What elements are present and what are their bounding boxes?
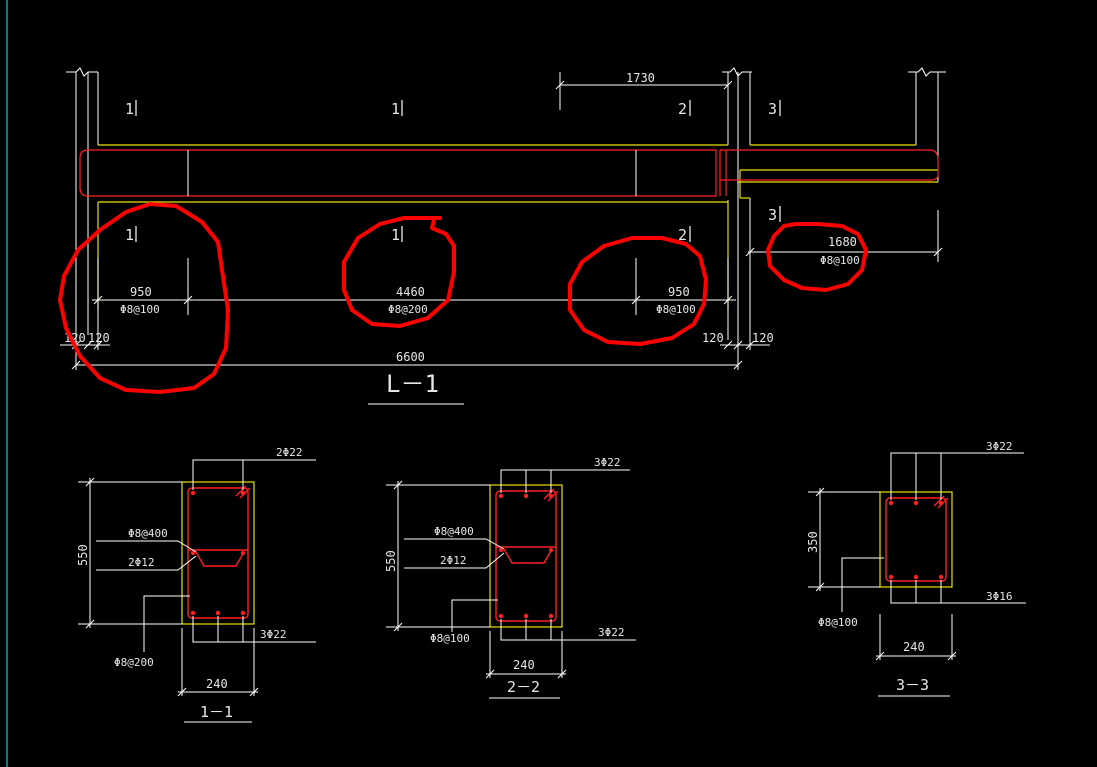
dim-support-right-b: 120 (752, 331, 774, 345)
section-2-2-stirrup (495, 488, 559, 622)
section-1-1-stirrup (187, 485, 251, 619)
s33-bottom-bars: 3Φ16 (986, 590, 1013, 603)
s33-title: 3－3 (896, 676, 929, 694)
section-mark-1-bottom-left: 1 (125, 226, 134, 244)
s11-title: 1－1 (200, 703, 233, 721)
dim-right-length: 950 (668, 285, 690, 299)
s22-stirrup: Φ8@100 (430, 632, 470, 645)
section-3-3-leaders (808, 452, 1026, 661)
dim-support-left-b: 120 (88, 331, 110, 345)
s22-title: 2－2 (507, 678, 540, 696)
section-mark-3-bottom: 3 (768, 206, 777, 224)
s11-side-bars: 2Φ12 (128, 556, 155, 569)
markup-circle-mid (342, 216, 456, 328)
markup-annotations (58, 202, 868, 394)
section-1-1-leaders (78, 459, 316, 697)
right-column-lines (908, 67, 946, 262)
dim-total-length: 6600 (396, 350, 425, 364)
dim-support-right-a: 120 (702, 331, 724, 345)
s22-width: 240 (513, 658, 535, 672)
section-mark-2-top: 2 (678, 100, 687, 118)
s22-top-bars: 3Φ22 (594, 456, 621, 469)
beam-outline (97, 144, 938, 310)
markup-circle-ext (766, 222, 868, 292)
dim-right-stirrup: Φ8@100 (656, 303, 696, 316)
section-1-1-bars (190, 490, 246, 616)
section-2-2-bars (498, 493, 554, 619)
elevation-title: L－1 (386, 370, 439, 398)
s33-height: 350 (806, 531, 820, 553)
s22-bottom-bars: 3Φ22 (598, 626, 625, 639)
s33-top-bars: 3Φ22 (986, 440, 1013, 453)
s11-bottom-bars: 3Φ22 (260, 628, 287, 641)
rebar-band (79, 149, 939, 197)
zone-lines (97, 150, 729, 315)
section-mark-1-top-mid: 1 (391, 100, 400, 118)
left-column-lines (66, 67, 99, 335)
markup-circle-left (58, 202, 230, 394)
top-dimension-lines (555, 72, 733, 110)
section-mark-3-top: 3 (768, 100, 777, 118)
s11-stirrup: Φ8@200 (114, 656, 154, 669)
dim-mid-length: 4460 (396, 285, 425, 299)
s33-width: 240 (903, 640, 925, 654)
s22-height: 550 (384, 550, 398, 572)
section-2-2-leaders (386, 469, 636, 679)
dim-mid-stirrup: Φ8@200 (388, 303, 428, 316)
s11-top-bars: 2Φ22 (276, 446, 303, 459)
section-3-3-stirrup (885, 495, 949, 582)
section-3-3-bars (888, 500, 944, 580)
s33-stirrup: Φ8@100 (818, 616, 858, 629)
s22-side-stirrup: Φ8@400 (434, 525, 474, 538)
bottom-dimension-lines (60, 247, 943, 370)
dim-left-length: 950 (130, 285, 152, 299)
top-dimension: 1730 (626, 71, 655, 85)
section-marker-lines (135, 100, 781, 242)
section-mark-1-top: 1 (125, 100, 134, 118)
s11-side-stirrup: Φ8@400 (128, 527, 168, 540)
s11-width: 240 (206, 677, 228, 691)
section-1-1: 2Φ22 Φ8@400 2Φ12 3Φ22 Φ8@200 550 240 1－1 (76, 446, 316, 723)
dim-ext-length: 1680 (828, 235, 857, 249)
section-mark-2-bottom: 2 (678, 226, 687, 244)
markup-circle-right (568, 236, 708, 346)
s11-height: 550 (76, 544, 90, 566)
section-3-3-concrete (879, 491, 953, 588)
section-3-3: 3Φ22 3Φ16 Φ8@100 350 240 3－3 (806, 440, 1026, 697)
dim-ext-stirrup: Φ8@100 (820, 254, 860, 267)
section-2-2: 3Φ22 Φ8@400 2Φ12 3Φ22 Φ8@100 550 240 2－2 (384, 456, 636, 699)
s22-side-bars: 2Φ12 (440, 554, 467, 567)
dim-left-stirrup: Φ8@100 (120, 303, 160, 316)
section-mark-1-bottom-mid: 1 (391, 226, 400, 244)
beam-elevation: 1 1 2 3 1 1 2 3 1730 (60, 67, 946, 405)
middle-column-lines (722, 67, 752, 370)
